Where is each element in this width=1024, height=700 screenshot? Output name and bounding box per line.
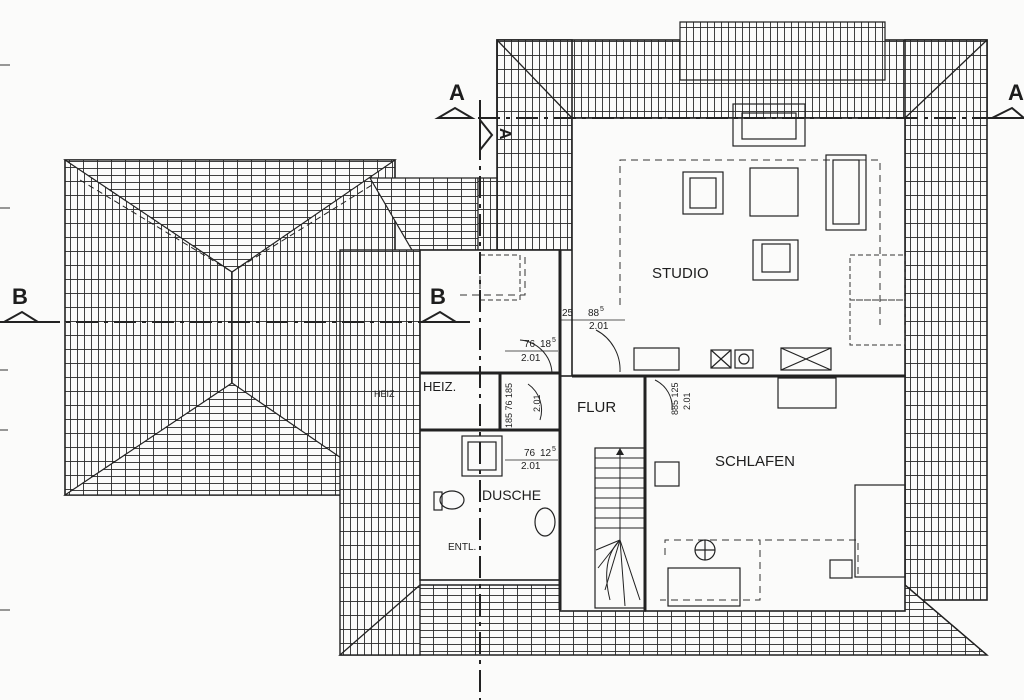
staircase xyxy=(594,447,646,609)
dim-door1-w: 76 xyxy=(524,339,536,350)
dim-door1-h: 18 xyxy=(540,339,552,350)
door-swings xyxy=(519,329,673,421)
dim-studio-door-25: 25 xyxy=(562,308,574,319)
dim-door1-sup: 5 xyxy=(552,337,556,344)
dim-door1-height: 2.01 xyxy=(521,353,541,364)
studio-furniture xyxy=(633,103,867,371)
section-a-right-label: A xyxy=(1008,80,1024,105)
entl-label: ENTL. xyxy=(448,542,476,553)
roof-windows xyxy=(479,254,906,346)
section-line-b xyxy=(0,310,470,323)
schlafen-furniture xyxy=(654,377,906,607)
dim-dusche-h: 12 xyxy=(540,448,552,459)
dim-dusche-sup: 5 xyxy=(552,446,556,453)
dim-dusche-height: 2.01 xyxy=(521,461,541,472)
room-label-schlafen: SCHLAFEN xyxy=(715,453,795,470)
dim-studio-door-88: 88 xyxy=(588,308,600,319)
dim-heiz-vertical-h: 2.01 xyxy=(532,394,542,412)
dim-schlafen-vertical: 885 125 xyxy=(670,382,680,415)
room-label-studio: STUDIO xyxy=(652,265,709,282)
heiz-small-label: HEIZ xyxy=(374,389,395,399)
main-roof xyxy=(338,21,989,656)
dim-schlafen-vertical-h: 2.01 xyxy=(682,392,692,410)
section-a-side-label: A xyxy=(496,128,513,140)
section-a-left-label: A xyxy=(449,80,465,105)
margin-ticks xyxy=(0,64,10,611)
room-label-dusche: DUSCHE xyxy=(482,487,541,503)
section-line-a xyxy=(434,100,1024,700)
dim-dusche-w: 76 xyxy=(524,448,536,459)
dim-studio-door-88-sup: 5 xyxy=(600,306,604,313)
dim-studio-door-height: 2.01 xyxy=(589,321,609,332)
bathroom-fixtures xyxy=(433,435,556,537)
dim-heiz-vertical: 185 76 185 xyxy=(504,383,514,428)
interior xyxy=(419,117,906,612)
room-label-flur: FLUR xyxy=(577,399,616,416)
section-b-right-label: B xyxy=(430,284,446,309)
section-b-left-label: B xyxy=(12,284,28,309)
room-label-heiz: HEIZ. xyxy=(423,379,456,394)
